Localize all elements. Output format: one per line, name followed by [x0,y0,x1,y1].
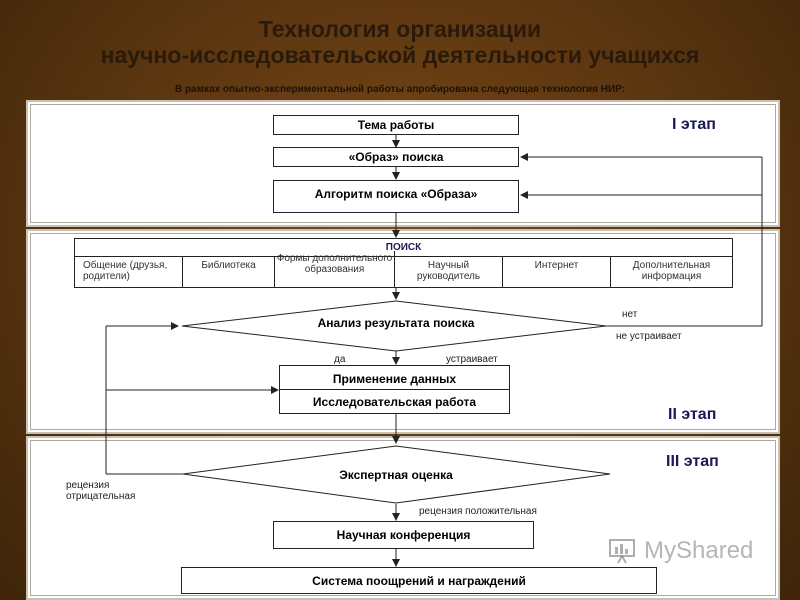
rewards-box: Система поощрений и награждений [181,567,657,594]
analysis-label: Анализ результата поиска [317,316,475,330]
label-review-positive: рецензия положительная [419,506,537,517]
search-source-friends: Общение (друзья, родители) [75,256,183,288]
expert-diamond [182,445,611,504]
search-source-library: Библиотека [183,256,275,288]
expert-label: Экспертная оценка [339,468,453,482]
label-not-satisfy: не устраивает [616,331,682,342]
image-box: «Образ» поиска [273,147,519,167]
title-line-2: научно-исследовательской деятельности уч… [100,42,700,68]
label-no: нет [622,309,638,320]
topic-box: Тема работы [273,115,519,135]
search-header: ПОИСК [75,239,732,257]
search-source-supervisor: Научный руководитель [395,256,503,288]
search-source-extra-education: Формы дополнительного образования [275,251,395,288]
research-label: Исследовательская работа [312,395,477,409]
search-table: ПОИСК Общение (друзья, родители) Библиот… [74,238,733,288]
subtitle: В рамках опытно-экспериментальной работы… [174,84,626,95]
watermark: MyShared [644,537,754,564]
title-line-1: Технология организации [258,16,542,42]
label-yes: да [334,354,346,365]
label-review-negative: рецензия отрицательная [66,480,136,502]
apply-label: Применение данных [280,366,509,390]
stage-3-label: III этап [666,453,719,470]
myshared-logo-icon [609,539,635,564]
analysis-diamond [181,300,607,352]
conference-box: Научная конференция [273,521,534,549]
search-source-additional: Дополнительная информация [632,260,711,282]
stage-1-label: I этап [672,116,716,133]
algorithm-box: Алгоритм поиска «Образа» [273,180,519,213]
stage-2-label: II этап [668,406,717,423]
label-satisfy: устраивает [446,354,498,365]
search-source-internet: Интернет [503,256,611,288]
apply-research-box: Применение данных Исследовательская рабо… [279,365,510,414]
